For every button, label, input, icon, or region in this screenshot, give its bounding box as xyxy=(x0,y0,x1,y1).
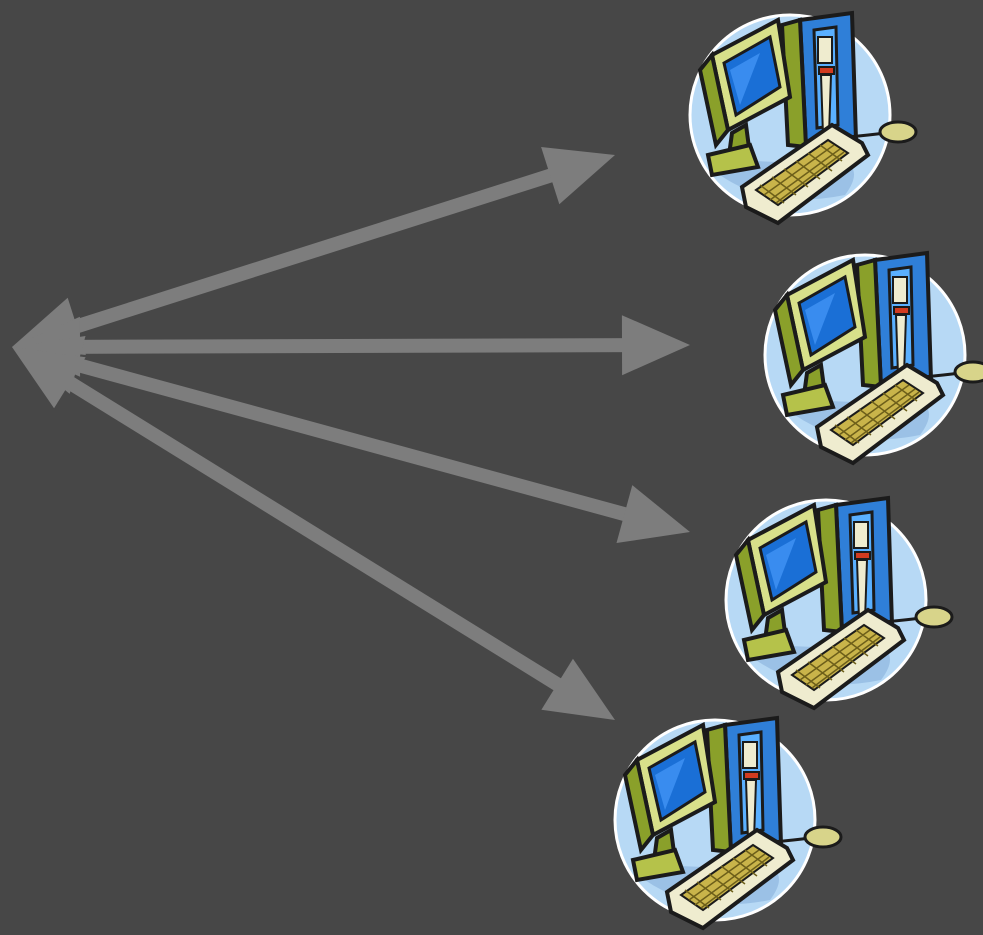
arrow-head-hub xyxy=(12,347,86,409)
arrow-head-target xyxy=(541,147,615,205)
desktop-computer-icon xyxy=(724,496,954,710)
bidirectional-arrow-3 xyxy=(12,335,690,544)
arrow-shaft xyxy=(66,355,636,524)
bidirectional-arrow-4 xyxy=(12,347,615,720)
arrow-shaft xyxy=(65,165,562,337)
arrow-shaft xyxy=(69,338,633,354)
desktop-computer-icon xyxy=(763,251,983,465)
desktop-computer-icon xyxy=(613,716,843,930)
arrow-head-target xyxy=(541,658,615,720)
arrow-head-target xyxy=(616,485,690,544)
connection-arrows xyxy=(12,147,690,720)
computer-nodes xyxy=(613,11,983,930)
arrow-head-target xyxy=(621,315,690,376)
desktop-computer-icon xyxy=(688,11,918,225)
bidirectional-arrow-1 xyxy=(12,147,615,355)
arrow-shaft xyxy=(57,371,570,696)
